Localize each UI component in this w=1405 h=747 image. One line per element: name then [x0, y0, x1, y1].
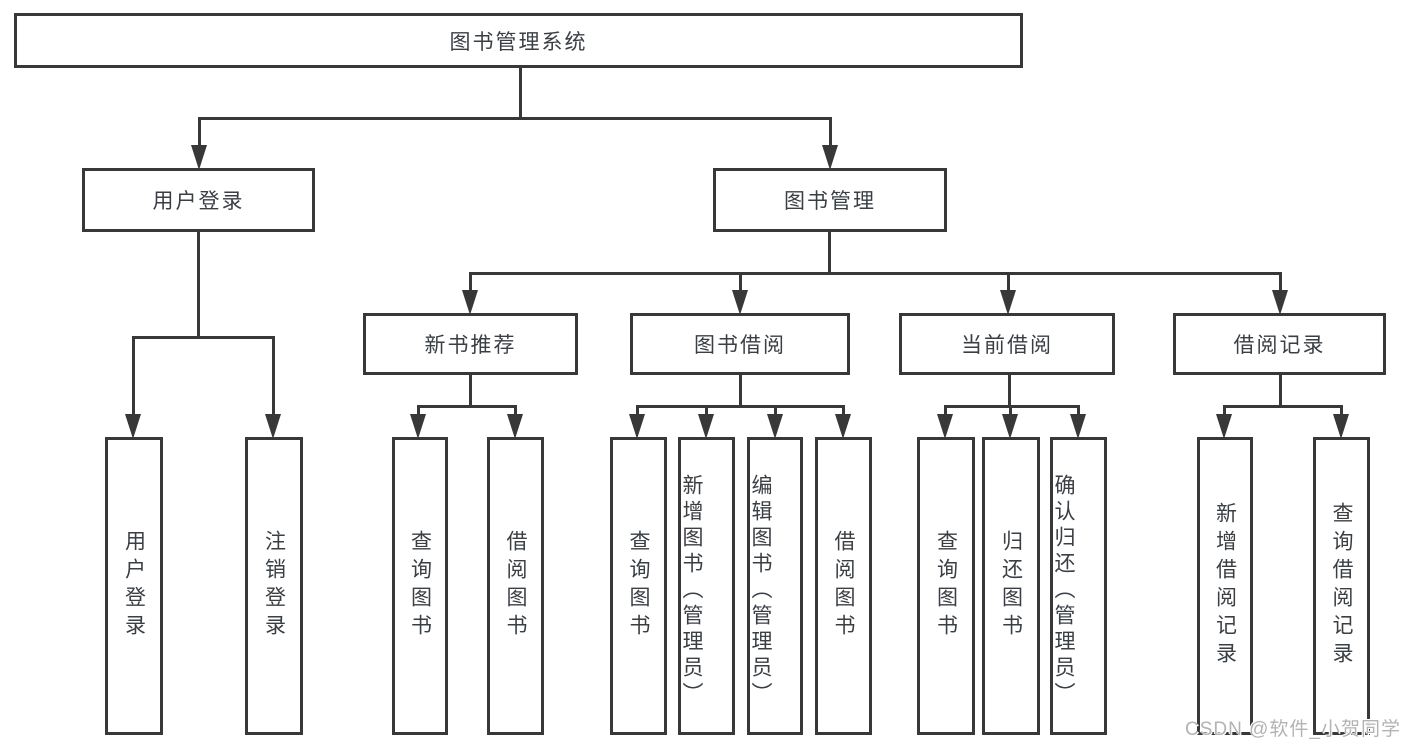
arrowhead	[265, 414, 281, 439]
connector-newbook-stem	[469, 373, 472, 407]
node-label: 新书推荐	[424, 334, 517, 357]
node-label: 用户登录	[152, 190, 245, 213]
csdn-watermark: CSDN @软件_小贺同学	[1185, 719, 1401, 740]
connector-newbook-hbar	[417, 405, 517, 408]
connector-newbook-drop-1	[417, 405, 420, 419]
connector-currentborrow-drop-1	[944, 405, 947, 419]
connector-bookborrow-drop-2	[705, 405, 708, 419]
node-new-book-recommend: 新书推荐	[363, 313, 578, 375]
leaf-label: 用户登录	[122, 530, 146, 642]
connector-currentborrow-stem	[1008, 373, 1011, 407]
leaf-label: 借阅图书	[832, 530, 855, 642]
leaf-label: 确认归还（管理员）	[1052, 474, 1075, 708]
leaf-label: 归还图书	[999, 530, 1023, 642]
connector-bookmgmt-stem	[828, 230, 831, 274]
leaf-label: 新增图书（管理员）	[680, 474, 703, 708]
connector-records-stem	[1279, 373, 1282, 407]
arrowhead	[698, 414, 714, 439]
arrowhead	[191, 145, 207, 170]
leaf-label: 查询图书	[627, 530, 650, 642]
arrowhead	[1000, 290, 1016, 315]
node-label: 图书管理系统	[449, 30, 588, 54]
leaf-label: 借阅图书	[504, 530, 527, 642]
leaf-query-borrow-record: 查询借阅记录	[1313, 437, 1370, 735]
leaf-edit-books-admin: 编辑图书（管理员）	[747, 437, 803, 735]
arrowhead	[507, 414, 523, 439]
connector-bookborrow-stem	[739, 373, 742, 407]
connector-currentborrow-drop-2	[1009, 405, 1012, 419]
connector-bookmgmt-drop-2	[739, 272, 742, 294]
connector-root-stem	[519, 66, 522, 120]
leaf-add-books-admin: 新增图书（管理员）	[678, 437, 735, 735]
arrowhead	[822, 145, 838, 170]
connector-records-drop-1	[1223, 405, 1226, 419]
connector-bookborrow-drop-1	[636, 405, 639, 419]
connector-userlogin-hbar	[132, 336, 275, 339]
node-borrowing-records: 借阅记录	[1173, 313, 1386, 375]
node-label: 图书借阅	[694, 334, 786, 357]
connector-currentborrow-drop-3	[1077, 405, 1080, 419]
leaf-label: 查询图书	[934, 530, 958, 642]
leaf-confirm-return-admin: 确认归还（管理员）	[1050, 437, 1107, 735]
leaf-return-books: 归还图书	[982, 437, 1040, 735]
node-label: 图书管理	[784, 190, 876, 213]
connector-bookborrow-drop-4	[842, 405, 845, 419]
arrowhead	[732, 290, 748, 315]
connector-userlogin-drop-1	[132, 336, 135, 418]
arrowhead	[1333, 414, 1349, 439]
arrowhead	[767, 414, 783, 439]
leaf-user-login: 用户登录	[105, 437, 163, 735]
node-book-borrowing: 图书借阅	[630, 313, 850, 375]
connector-root-drop-left	[198, 117, 201, 149]
connector-newbook-drop-2	[514, 405, 517, 419]
connector-userlogin-drop-2	[272, 336, 275, 418]
arrowhead	[1216, 414, 1232, 439]
connector-root-drop-right	[829, 117, 832, 149]
leaf-label: 查询图书	[408, 530, 432, 642]
node-library-management-system: 图书管理系统	[14, 13, 1023, 68]
connector-bookmgmt-hbar	[469, 272, 1282, 275]
leaf-query-books-current: 查询图书	[917, 437, 975, 735]
leaf-query-books-recommend: 查询图书	[392, 437, 448, 735]
connector-bookborrow-drop-3	[774, 405, 777, 419]
connector-userlogin-stem	[197, 230, 200, 338]
node-current-borrowing: 当前借阅	[899, 313, 1115, 375]
arrowhead	[835, 414, 851, 439]
connector-bookmgmt-drop-4	[1279, 272, 1282, 294]
connector-records-hbar	[1223, 405, 1343, 408]
leaf-label: 编辑图书（管理员）	[749, 474, 772, 708]
connector-bookborrow-hbar	[636, 405, 845, 408]
connector-bookmgmt-drop-1	[469, 272, 472, 294]
node-user-login: 用户登录	[82, 168, 315, 232]
leaf-query-books-borrowing: 查询图书	[610, 437, 667, 735]
leaf-borrow-books-borrowing: 借阅图书	[815, 437, 872, 735]
leaf-borrow-books-recommend: 借阅图书	[487, 437, 544, 735]
arrowhead	[410, 414, 426, 439]
node-label: 当前借阅	[961, 334, 1053, 357]
arrowhead	[1070, 414, 1086, 439]
arrowhead	[937, 414, 953, 439]
arrowhead	[1002, 414, 1018, 439]
connector-bookmgmt-drop-3	[1007, 272, 1010, 294]
leaf-label: 查询借阅记录	[1330, 502, 1353, 670]
arrowhead	[125, 414, 141, 439]
node-label: 借阅记录	[1233, 334, 1326, 357]
leaf-logout: 注销登录	[245, 437, 303, 735]
leaf-add-borrow-record: 新增借阅记录	[1197, 437, 1253, 735]
connector-root-hbar	[198, 117, 832, 120]
arrowhead	[1272, 290, 1288, 315]
connector-currentborrow-hbar	[944, 405, 1080, 408]
leaf-label: 注销登录	[262, 530, 286, 642]
leaf-label: 新增借阅记录	[1213, 502, 1237, 670]
arrowhead	[462, 290, 478, 315]
connector-records-drop-2	[1340, 405, 1343, 419]
node-book-management: 图书管理	[713, 168, 947, 232]
arrowhead	[629, 414, 645, 439]
